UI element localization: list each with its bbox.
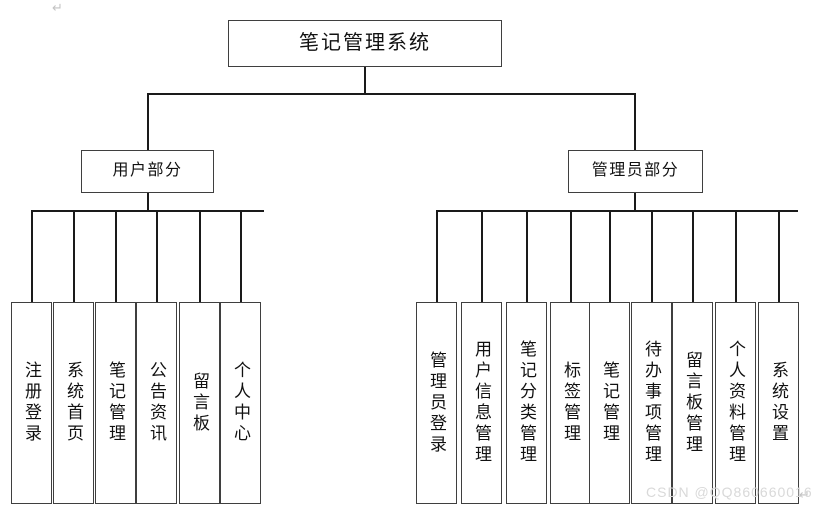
node-leaf-label: 注册登录 [22,361,41,445]
connector-root-stem [364,67,366,94]
connector-level1-bus [147,93,636,95]
connector-admin-drop-6 [651,210,653,303]
node-leaf-label: 个人中心 [231,361,250,445]
connector-admin-drop-3 [526,210,528,303]
connector-admin-drop-2 [481,210,483,303]
node-branch-admin-label: 管理员部分 [591,162,680,180]
node-leaf-admin-note-management[interactable]: 笔记管理 [589,302,630,504]
connector-admin-drop-9 [778,210,780,303]
connector-admin-stem [634,193,636,211]
node-leaf-label: 笔记管理 [106,361,125,445]
paragraph-mark-bottom-icon: ↵ [799,487,810,502]
node-leaf-admin-login[interactable]: 管理员登录 [416,302,457,504]
node-leaf-admin-system-settings[interactable]: 系统设置 [758,302,799,504]
node-leaf-label: 笔记分类管理 [517,340,536,466]
node-leaf-user-message-board[interactable]: 留言板 [179,302,220,504]
connector-admin-drop-4 [570,210,572,303]
node-leaf-label: 管理员登录 [427,350,446,456]
connector-drop-user-branch [147,93,149,151]
node-leaf-label: 待办事项管理 [642,340,661,466]
connector-user-drop-6 [240,210,242,303]
connector-user-drop-5 [199,210,201,303]
connector-user-drop-1 [31,210,33,303]
node-leaf-admin-todo-management[interactable]: 待办事项管理 [631,302,672,504]
connector-user-drop-2 [73,210,75,303]
node-leaf-label: 个人资料管理 [726,340,745,466]
node-leaf-label: 标签管理 [561,361,580,445]
node-leaf-admin-user-info[interactable]: 用户信息管理 [461,302,502,504]
connector-user-stem [147,193,149,211]
node-leaf-label: 留言板 [190,371,209,435]
node-leaf-user-register-login[interactable]: 注册登录 [11,302,52,504]
node-leaf-label: 系统首页 [64,361,83,445]
node-branch-admin[interactable]: 管理员部分 [568,150,703,193]
watermark: CSDN @QQ860660016 [646,484,813,500]
node-branch-user-label: 用户部分 [112,162,183,180]
node-leaf-user-announcements[interactable]: 公告资讯 [136,302,177,504]
connector-admin-drop-8 [735,210,737,303]
node-root[interactable]: 笔记管理系统 [228,20,502,67]
node-leaf-label: 留言板管理 [683,350,702,456]
node-leaf-admin-tag-management[interactable]: 标签管理 [550,302,591,504]
node-leaf-user-home[interactable]: 系统首页 [53,302,94,504]
connector-admin-bus [436,210,798,212]
connector-admin-drop-1 [436,210,438,303]
node-branch-user[interactable]: 用户部分 [81,150,214,193]
paragraph-mark-icon: ↵ [52,0,63,15]
connector-user-drop-3 [115,210,117,303]
connector-admin-drop-7 [692,210,694,303]
connector-user-bus [31,210,264,212]
node-leaf-label: 系统设置 [769,361,788,445]
node-leaf-admin-profile-management[interactable]: 个人资料管理 [715,302,756,504]
node-root-label: 笔记管理系统 [299,31,431,54]
node-leaf-label: 公告资讯 [147,361,166,445]
node-leaf-user-personal-center[interactable]: 个人中心 [220,302,261,504]
node-leaf-label: 笔记管理 [600,361,619,445]
connector-admin-drop-5 [609,210,611,303]
connector-drop-admin-branch [634,93,636,151]
node-leaf-label: 用户信息管理 [472,340,491,466]
node-leaf-admin-note-category[interactable]: 笔记分类管理 [506,302,547,504]
node-leaf-user-note-management[interactable]: 笔记管理 [95,302,136,504]
connector-user-drop-4 [156,210,158,303]
node-leaf-admin-message-board[interactable]: 留言板管理 [672,302,713,504]
